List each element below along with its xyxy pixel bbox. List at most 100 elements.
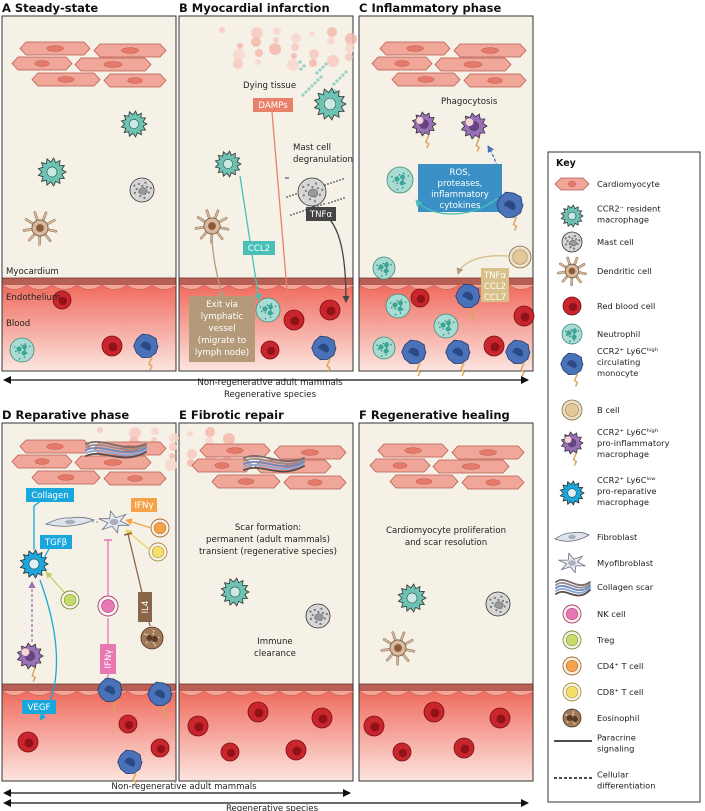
red-blood-cell: [319, 299, 341, 321]
eosinophil: [140, 626, 164, 650]
key-cd8-icon: [562, 682, 582, 702]
myofibroblast-d: [98, 510, 130, 534]
red-blood-cell: [513, 305, 535, 327]
key-item-myofibroblast: [558, 552, 586, 574]
label-ros-1: ROS,: [450, 168, 471, 178]
tnfa-arrow: [311, 205, 350, 303]
key-label-cellular-differentiation-1: differentiation: [597, 781, 656, 791]
label-ccl7-c: CCL7: [484, 293, 506, 303]
red-blood-cell: [483, 335, 505, 357]
label-exit-1: Exit via: [206, 300, 238, 310]
degranulating-mast-cell: [297, 177, 327, 207]
label-mast-degranulation-1: Mast cell: [293, 143, 331, 153]
cardiomyocyte: [451, 445, 525, 460]
nk-inhibit-myofibroblast: [104, 539, 112, 596]
panel-title-D: D Reparative phase: [2, 408, 129, 422]
red-blood-cell: [285, 739, 307, 761]
neutrophil: [255, 297, 281, 323]
label-ccl2-b: CCL2: [248, 244, 270, 254]
key-mast-cell-icon: [561, 231, 583, 253]
axis-arrow-top: [3, 376, 529, 384]
neutrophil: [372, 336, 396, 360]
key-item-treg: [562, 630, 582, 650]
circulating-monocyte: [311, 335, 337, 373]
key-label-b-cell-0: B cell: [597, 405, 620, 415]
key-label-cellular-differentiation-0: Cellular: [597, 770, 629, 780]
key-label-mast-cell-0: Mast cell: [597, 237, 634, 247]
circulating-monocyte: [445, 339, 471, 377]
ccr2-resident-macrophage: [214, 150, 242, 178]
label-vegf: VEGF: [28, 703, 51, 713]
key-title: Key: [556, 158, 577, 169]
ccr2-resident-macrophage: [220, 577, 250, 607]
collagen-arrow: [33, 493, 51, 550]
red-blood-cell: [52, 290, 72, 310]
key-label-nk-cell-0: NK cell: [597, 609, 626, 619]
chemokine-box: [481, 268, 509, 302]
key-resident-macrophage-icon: [560, 204, 584, 228]
key-item-nk-cell: [562, 604, 582, 624]
key-label-pro-inflammatory-macrophage-2: macrophage: [597, 449, 649, 459]
key-neutrophil-icon: [561, 323, 583, 345]
label-collagen: Collagen: [31, 491, 69, 501]
key-item-pro-reparative-macrophage: [559, 480, 585, 506]
vegf-box: [22, 700, 56, 714]
key-item-circulating-monocyte: [560, 352, 584, 387]
cardiomyocyte: [273, 445, 347, 460]
key-dendritic-cell-icon: [557, 256, 587, 287]
key-label-myofibroblast-0: Myofibroblast: [597, 558, 654, 568]
key-fibroblast-icon: [554, 531, 590, 542]
key-eosinophil-icon: [562, 708, 582, 728]
pro-inflammatory-macrophage: [411, 111, 437, 149]
key-label-eosinophil-0: Eosinophil: [597, 713, 639, 723]
cardiomyocytes-d: [11, 439, 167, 486]
key-pro-reparative-icon: [559, 480, 585, 506]
axis-bottom-label-2: Regenerative species: [226, 804, 319, 811]
red-blood-cell: [453, 737, 475, 759]
key-label-treg-0: Treg: [596, 635, 614, 645]
red-blood-cell: [101, 335, 123, 357]
panel-title-F: F Regenerative healing: [359, 408, 510, 422]
cardiomyocyte: [461, 475, 525, 490]
key-label-neutrophil-0: Neutrophil: [597, 329, 640, 339]
cardiomyocyte: [19, 41, 91, 56]
fibroblast-d: [44, 516, 96, 527]
red-blood-cell: [311, 707, 333, 729]
extravasating-neutrophil: [372, 256, 396, 280]
cardiomyocyte: [389, 474, 459, 489]
cardiomyocyte: [31, 470, 101, 485]
treg: [60, 590, 80, 610]
key-cd4-icon: [562, 656, 582, 676]
tgfb-arrow: [43, 535, 57, 559]
chemokine-arrow: [456, 255, 509, 275]
pro-reparative-macrophage: [19, 549, 49, 579]
label-tgfb: TGFβ: [44, 538, 67, 548]
ccr2-resident-macrophage: [120, 110, 148, 138]
cardiomyocyte: [93, 43, 167, 58]
axis-top-label-2: Regenerative species: [224, 390, 317, 400]
ccr2-resident-macrophage: [397, 583, 427, 613]
key-item-collagen-scar: [555, 579, 591, 597]
key-item-cardiomyocyte: [554, 177, 590, 191]
cd4-t-cell: [150, 518, 170, 538]
label-exit-2: lymphatic: [201, 312, 244, 322]
key-item-red-blood-cell: [562, 296, 582, 316]
label-ros-2: proteases,: [438, 179, 483, 189]
circulating-monocyte: [147, 681, 173, 719]
circulating-monocyte: [133, 333, 159, 371]
nk-cell: [97, 595, 119, 617]
key-item-fibroblast: [554, 531, 590, 542]
cardiomyocyte: [391, 72, 461, 87]
cardiomyocyte: [19, 439, 91, 454]
red-blood-cell: [260, 340, 280, 360]
label-regen-2: and scar resolution: [405, 538, 487, 548]
label-scar-1: Scar formation:: [235, 523, 301, 533]
key-myofibroblast-icon: [558, 552, 586, 574]
label-ifng-d: IFNγ: [135, 501, 154, 511]
key-label-pro-inflammatory-macrophage-1: pro-inflammatory: [597, 438, 670, 448]
key-label-paracrine-signaling-0: Paracrine: [597, 733, 636, 743]
axis-arrow-bottom: [3, 789, 529, 807]
cd8-t-cell: [148, 542, 168, 562]
key-item-mast-cell: [561, 231, 583, 253]
key-red-blood-cell-icon: [562, 296, 582, 316]
